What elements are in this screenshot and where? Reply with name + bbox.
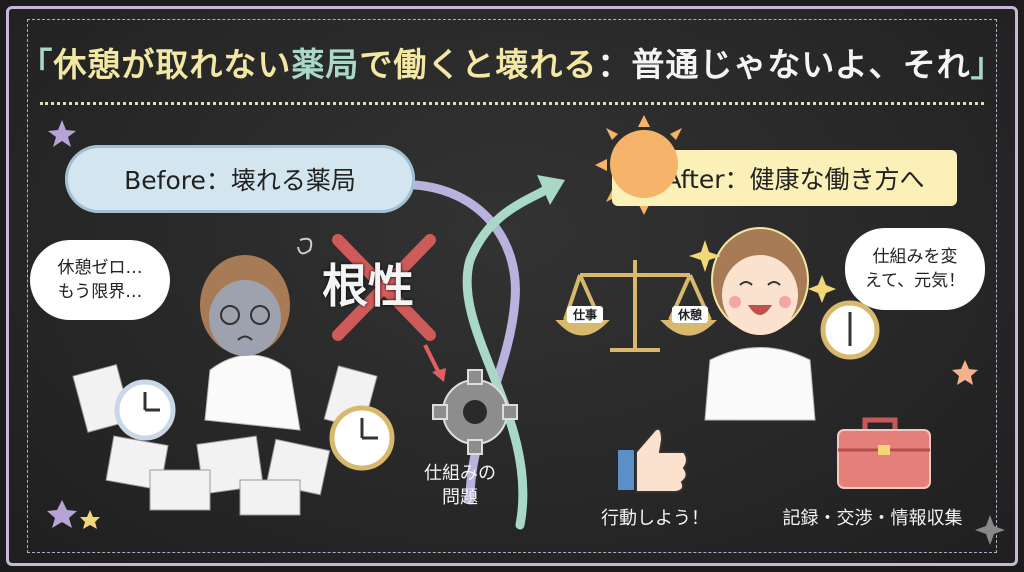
- sparkle-icon: [689, 240, 721, 272]
- sparkle-icon: [808, 275, 836, 303]
- action-label: 行動しよう！: [601, 508, 709, 529]
- scale-work-tag: 仕事: [567, 306, 603, 323]
- title-part: 休憩が取れない: [53, 45, 292, 84]
- dashed-frame: [27, 19, 997, 553]
- system-problem-label: 仕組みの 問題: [420, 462, 500, 510]
- title-part: ：普通じゃないよ、それ: [597, 45, 971, 84]
- label-line: 仕組みの: [424, 463, 496, 484]
- curve-line: [410, 180, 520, 505]
- page-title: 「休憩が取れない薬局で働くと壊れる：普通じゃないよ、それ」: [0, 38, 1024, 86]
- title-bracket-open: 「: [19, 45, 54, 84]
- star-icon: [952, 360, 978, 385]
- title-part: で働くと壊れる: [359, 45, 598, 84]
- clock-icon: [114, 379, 176, 441]
- speech-bubble-after: 仕組みを変 えて、元気！: [845, 228, 985, 310]
- speech-text: 仕組みを変: [872, 247, 958, 267]
- dizzy-icon: [297, 237, 313, 255]
- gear-icon: [432, 369, 518, 455]
- before-cloud-label: Before：壊れる薬局: [65, 145, 415, 213]
- title-bracket-close: 」: [970, 45, 1005, 84]
- star-icon: [80, 510, 100, 529]
- star-icon: [47, 500, 77, 528]
- thumbs-up-icon: [618, 427, 688, 493]
- sparkle-icon: [975, 515, 1005, 545]
- title-part: 薬局: [291, 45, 360, 84]
- clock-icon: [820, 300, 880, 360]
- tools-label: 記録・交渉・情報収集: [782, 508, 963, 529]
- after-label: After：健康な働き方へ: [664, 165, 925, 194]
- crossed-out-guts-word: 根性: [322, 259, 414, 313]
- stressed-pharmacist: [200, 237, 313, 431]
- arrow-head-icon: [537, 175, 565, 205]
- sun-icon: [610, 130, 678, 198]
- speech-text: えて、元気！: [864, 271, 966, 291]
- star-icon: [48, 120, 76, 147]
- growth-arrow: [462, 180, 560, 530]
- balance-scale-icon: [555, 260, 717, 352]
- speech-bubble-before: 休憩ゼロ… もう限界…: [30, 240, 170, 320]
- toolbox-icon: [837, 417, 931, 489]
- clock-icon: [329, 405, 395, 471]
- happy-pharmacist: [704, 227, 816, 421]
- speech-text: もう限界…: [57, 282, 143, 302]
- down-arrow-icon: [423, 344, 442, 376]
- label-line: 問題: [442, 487, 478, 508]
- scale-rest-tag: 休憩: [672, 306, 708, 323]
- speech-text: 休憩ゼロ…: [57, 258, 143, 278]
- dotted-divider: [40, 102, 984, 105]
